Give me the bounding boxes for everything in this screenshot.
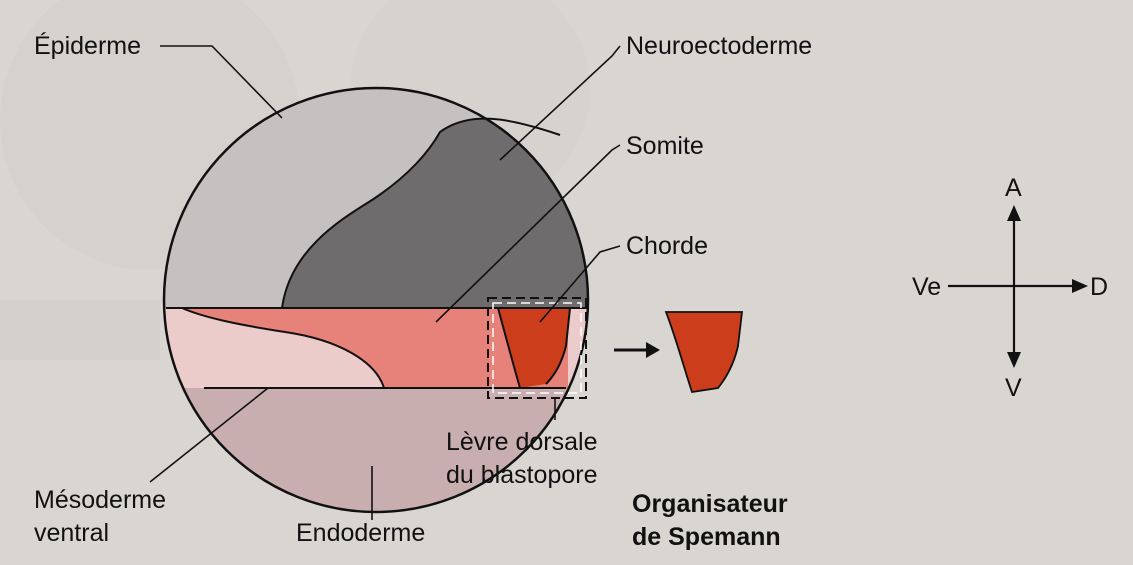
label-neuroectoderme: Neuroectoderme [626, 32, 812, 60]
endoderme-region [160, 388, 600, 528]
label-mesoderme: Mésoderme [34, 486, 166, 514]
label-endoderme: Endoderme [296, 519, 425, 547]
axis-label-ventral: V [1005, 374, 1022, 402]
axis-label-ventral-side: Ve [912, 273, 941, 301]
label-somite: Somite [626, 132, 704, 160]
axis-label-anterior: A [1005, 174, 1022, 202]
label-de-spemann: de Spemann [632, 523, 781, 551]
label-epiderme: Épiderme [34, 31, 141, 60]
label-ventral: ventral [34, 519, 109, 547]
label-chorde: Chorde [626, 232, 708, 260]
arrow-right-icon [614, 342, 660, 358]
four-way-axis-icon [948, 205, 1088, 368]
axis-label-dorsal: D [1090, 273, 1108, 301]
organisateur-fragment [666, 312, 742, 392]
label-organisateur: Organisateur [632, 490, 788, 518]
label-blastopore: du blastopore [446, 461, 598, 489]
label-levre-dorsale: Lèvre dorsale [446, 428, 597, 456]
